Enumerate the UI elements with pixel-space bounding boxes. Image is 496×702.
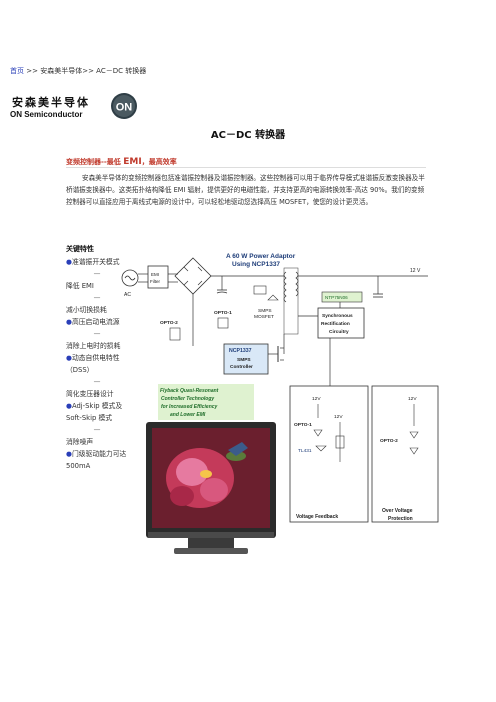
opto1-label: OPTO-1 [214,310,232,316]
flyback-note-box [158,384,254,420]
bullet-icon: ● [66,258,72,266]
list-divider: — [93,270,101,278]
ovp-caption-2: Protection [388,516,413,522]
section-heading-part3: ，最高效率 [141,158,177,166]
ovp-caption-1: Over Voltage [382,508,413,514]
breadcrumb-current: 安森美半导体>> AC－DC 转换器 [40,67,147,75]
diagram-title-line1: A 60 W Power Adaptor [226,253,296,260]
smps-mosfet-label-1: SMPS [258,308,272,314]
list-item: ●高压启动电流源 [66,318,120,326]
page-title: AC－DC 转换器 [210,130,286,141]
over-voltage-protection-box [371,385,439,523]
list-item: 消除上电时的损耗 [66,342,121,350]
voltage-feedback-caption: Voltage Feedback [296,514,338,520]
emi-filter-label-2: Filter [150,279,161,284]
list-item: ●Adj-Skip 模式及 Soft-Skip 模式 [66,402,123,422]
smps-mosfet-label-2: MOSFET [254,314,274,320]
emi-filter-box [147,265,169,289]
ac-label: AC [124,292,131,298]
list-item: ●动态自供电特性（DSS） [66,354,120,374]
sync-label-3: Circuitry [329,329,349,335]
breadcrumb-home-link[interactable]: 首页 [10,67,24,75]
opto2-label: OPTO-2 [160,320,178,326]
flyback-note-4: and Lower EMI [170,412,206,418]
flyback-note-1: Flyback Quasi-Resonant [160,388,219,394]
list-divider: — [93,378,101,386]
logo-english-name: ON Semiconductor [10,110,83,119]
features-heading: 关键特性 [66,245,94,253]
opto1-feedback-label: OPTO-1 [294,422,312,428]
opto2-ovp-label: OPTO-2 [380,438,398,444]
flyback-note-3: for Increased Efficiency [161,404,218,410]
ac-source-icon [121,269,139,287]
list-item: 降低 EMI [66,282,94,290]
power-adaptor-diagram: A 60 W Power Adaptor Using NCP1337 AC EM… [121,253,439,554]
bullet-icon: ● [66,354,72,362]
transformer-primary-icon [283,271,287,303]
ncp1337-controller-box [223,343,269,375]
section-heading: 变频控制器--最低 EMI，最高效率 [66,157,177,167]
list-item: ●门级驱动能力可达 500mA [66,450,127,470]
vf-12v-label-1: 12V [312,396,321,402]
ncp1337-label: NCP1337 [229,348,252,354]
on-logo-icon: ON [111,93,137,119]
ovp-12v-label: 12V [408,396,417,402]
monitor-image [146,422,276,554]
ntp75n06-box [321,291,363,303]
sync-label-1: Synchronous [322,313,353,319]
led-icon [313,429,323,437]
list-item: ●准谐振开关模式 [66,258,120,266]
ncp-sub-label-2: Controller [230,364,253,370]
logo-mark-text: ON [116,102,133,114]
ntp75n06-label: NTP75N06 [325,295,348,300]
tl431-label: TL431 [298,448,312,454]
list-divider: — [93,330,101,338]
list-item: 简化变压器设计 [66,390,114,398]
features-list: ●准谐振开关模式 — 降低 EMI — 减小切换损耗 ●高压启动电流源 — 消除… [66,256,128,472]
diagram-title-line2: Using NCP1337 [232,261,280,268]
bullet-icon: ● [66,402,72,410]
section-heading-part1: 变频控制器--最低 [66,158,124,166]
emi-filter-label-1: EMI [151,272,159,277]
list-divider: — [93,426,101,434]
breadcrumb: 首页 >> 安森美半导体>> AC－DC 转换器 [10,66,146,76]
list-item: 消除噪声 [66,438,94,446]
list-item: 减小切换损耗 [66,306,107,314]
ncp-sub-label-1: SMPS [237,357,251,363]
on-semiconductor-logo[interactable]: 安森美半导体 ON Semiconductor ON [10,88,140,128]
bullet-icon: ● [66,318,72,326]
intro-paragraph: 安森美半导体的变频控制器包括准谐振控制器及谐振控制器。这些控制器可以用于临界传导… [66,174,425,206]
section-divider [66,167,426,168]
flyback-note-2: Controller Technology [161,396,214,402]
sync-label-2: Rectification [321,321,350,327]
breadcrumb-separator: >> [26,67,38,75]
list-divider: — [93,294,101,302]
output-12v-label: 12 V [410,268,421,274]
bullet-icon: ● [66,450,72,458]
voltage-feedback-box [289,385,369,523]
bridge-rectifier-icon [174,257,212,295]
section-heading-emi: EMI [123,157,142,167]
sync-rectification-box [317,307,365,339]
logo-chinese-name: 安森美半导体 [12,96,90,109]
vf-12v-label-2: 12V [334,414,343,420]
